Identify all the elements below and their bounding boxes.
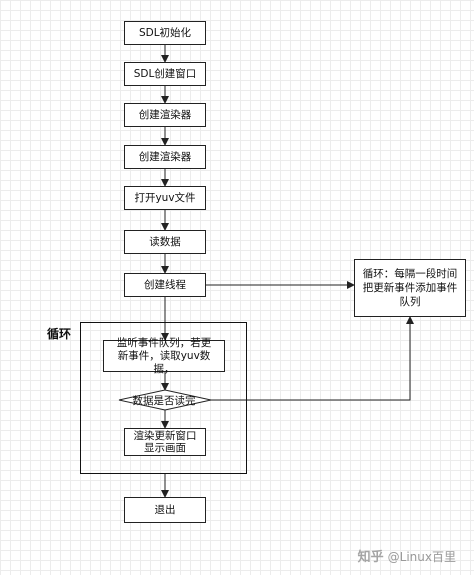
node-create-thread: 创建线程 [124,273,206,297]
node-listen-events: 监听事件队列，若更新事件，读取yuv数据， [103,337,225,375]
arrow-decision-to-note [209,316,414,401]
watermark-text: @Linux百里 [387,550,456,564]
loop-label: 循环 [47,327,72,341]
node-create-renderer-2: 创建渲染器 [124,145,206,169]
watermark: 知乎@Linux百里 [358,546,456,565]
zhihu-logo: 知乎 [357,550,384,565]
node-create-renderer-1: 创建渲染器 [124,103,206,127]
node-render-update: 渲染更新窗口显示画面 [124,428,206,456]
node-read-data: 读数据 [124,230,206,254]
decision-label: 数据是否读完 [132,394,196,407]
node-open-yuv-file: 打开yuv文件 [124,186,206,210]
node-exit: 退出 [124,497,206,523]
node-loop-note: 循环：每隔一段时间把更新事件添加事件队列 [354,259,466,317]
node-sdl-create-window: SDL创建窗口 [124,62,206,86]
loop-frame [80,322,247,474]
node-sdl-init: SDL初始化 [124,21,206,45]
decision-diamond [118,389,212,411]
